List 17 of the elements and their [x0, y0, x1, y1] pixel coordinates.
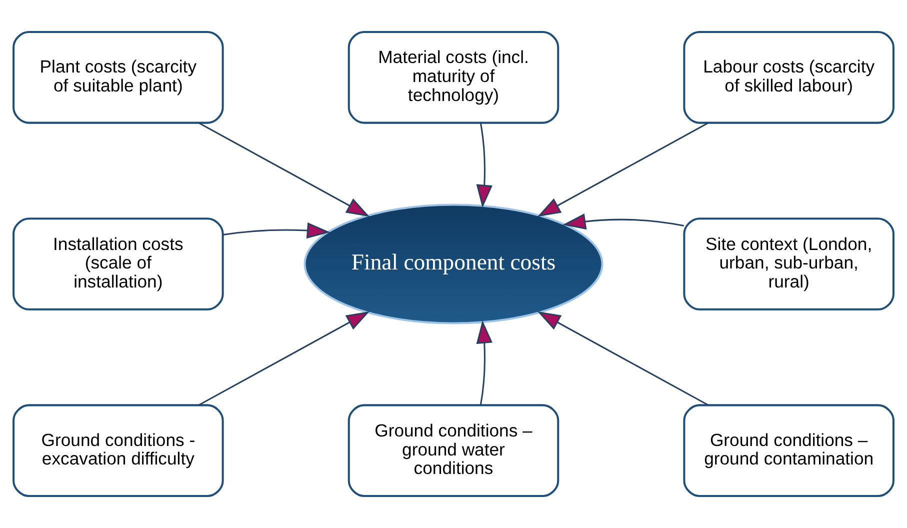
arrow	[222, 222, 330, 239]
arrow	[476, 123, 492, 208]
arrow	[562, 214, 684, 230]
arrow	[537, 311, 709, 406]
arrow	[198, 122, 370, 217]
node-box: Labour costs (scarcity of skilled labour)	[683, 31, 894, 124]
node-box: Site context (London, urban, sub-urban, rural)	[683, 218, 894, 310]
node-box: Installation costs (scale of installation)	[12, 218, 224, 310]
node-box: Plant costs (scarcity of suitable plant)	[12, 31, 224, 124]
arrow	[476, 320, 492, 406]
node-box: Ground conditions - excavation difficulty	[12, 404, 224, 497]
node-box: Material costs (incl. maturity of technology)	[348, 31, 560, 124]
arrow	[537, 122, 708, 217]
arrow	[198, 311, 370, 406]
node-box: Ground conditions – ground water conditions	[348, 404, 560, 497]
node-box: Ground conditions – ground contamination	[683, 404, 894, 497]
node-ellipse: Final component costs	[304, 204, 604, 324]
